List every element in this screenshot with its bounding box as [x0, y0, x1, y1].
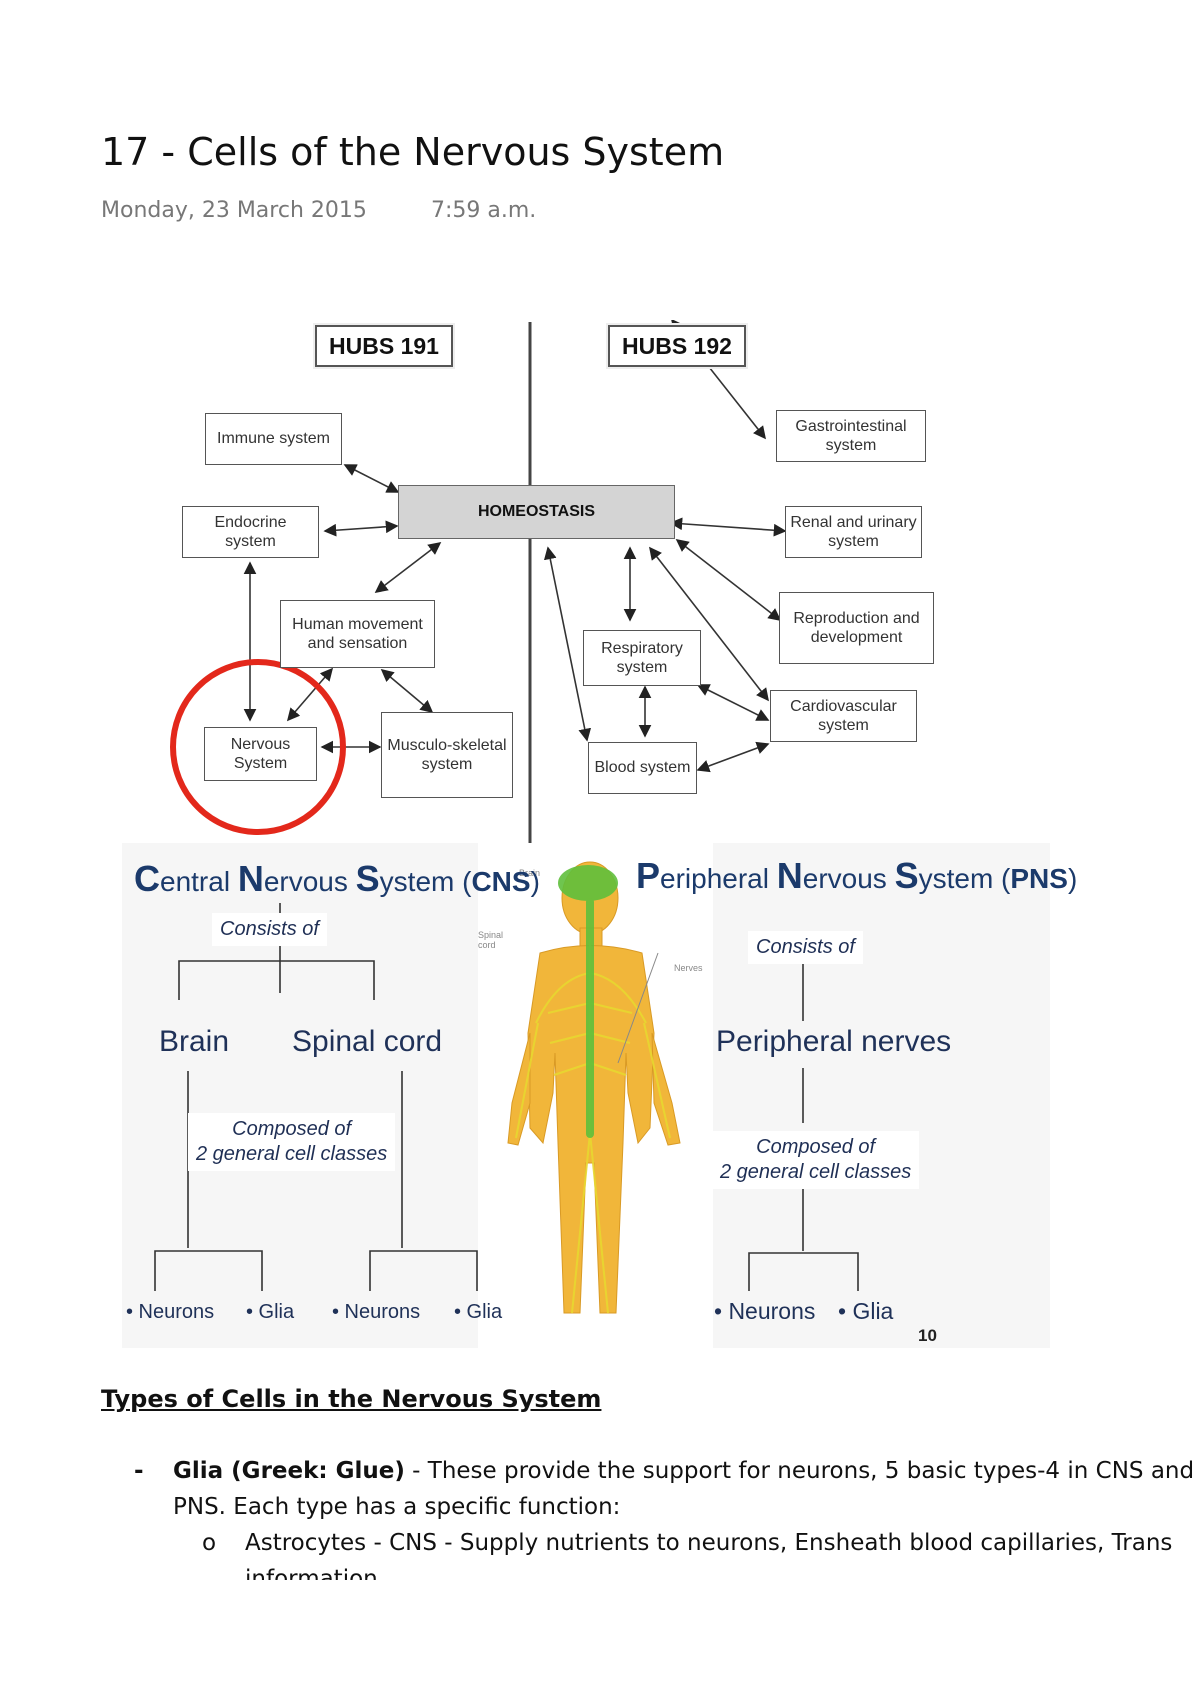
cns-brain-neurons: • Neurons	[126, 1301, 215, 1323]
slide-number: 10	[918, 1326, 937, 1345]
body-label-nerves: Nerves	[674, 963, 703, 973]
bullet-dash: -	[134, 1458, 144, 1484]
human-movement-box: Human movement and sensation	[280, 600, 435, 668]
cns-title: Central Nervous System (CNS)	[134, 858, 540, 899]
human-body-figure: Brain Spinal cord Nerves	[478, 843, 713, 1348]
notes-body: - Glia (Greek: Glue) - These provide the…	[0, 1440, 1200, 1580]
pns-consists-of: Consists of	[748, 931, 863, 964]
spinal-cord-node: Spinal cord	[292, 1025, 443, 1058]
body-label-brain: Brain	[519, 868, 541, 878]
cns-spinal-glia: • Glia	[454, 1301, 503, 1323]
hubs-192-label: HUBS 192	[608, 325, 746, 367]
peripheral-nerves-node: Peripheral nerves	[716, 1025, 952, 1058]
page-date: Monday, 23 March 2015	[101, 198, 367, 223]
astrocytes-bullet-continued: information	[245, 1566, 378, 1580]
nervous-system-box: Nervous System	[204, 727, 317, 781]
division-tree-lines	[154, 903, 859, 1291]
reproduction-development-box: Reproduction and development	[779, 592, 934, 664]
nervous-system-divisions-figure: Brain Spinal cord Nerves Central Nervous…	[122, 843, 1077, 1348]
brain-node: Brain	[159, 1025, 230, 1058]
pns-composed-of: Composed of 2 general cell classes	[712, 1131, 920, 1189]
nervous-system-highlight-circle	[170, 659, 346, 835]
glia-bullet-continued: PNS. Each type has a specific function:	[173, 1494, 621, 1520]
pns-title: Peripheral Nervous System (PNS)	[636, 855, 1078, 896]
section-heading: Types of Cells in the Nervous System	[101, 1385, 602, 1413]
page-title: 17 - Cells of the Nervous System	[101, 130, 725, 174]
homeostasis-concept-map: HUBS 191 HUBS 192 HOMEOSTASIS Immune sys…	[100, 320, 970, 845]
glia-bullet: Glia (Greek: Glue) - These provide the s…	[173, 1458, 1195, 1484]
respiratory-system-box: Respiratory system	[583, 630, 701, 686]
blood-system-box: Blood system	[588, 742, 697, 794]
cns-spinal-neurons: • Neurons	[332, 1301, 421, 1323]
cns-consists-of: Consists of	[212, 913, 327, 946]
pns-neurons: • Neurons	[714, 1298, 816, 1324]
immune-system-box: Immune system	[205, 413, 342, 465]
musculoskeletal-system-box: Musculo-skeletal system	[381, 712, 513, 798]
renal-urinary-system-box: Renal and urinary system	[785, 506, 922, 558]
body-label-spinal-cord: Spinal cord	[478, 930, 504, 950]
hubs-191-label: HUBS 191	[315, 325, 453, 367]
cardiovascular-system-box: Cardiovascular system	[770, 690, 917, 742]
sub-bullet-marker: o	[202, 1530, 217, 1556]
page-time: 7:59 a.m.	[431, 198, 537, 223]
gastrointestinal-system-box: Gastrointestinal system	[776, 410, 926, 462]
endocrine-system-box: Endocrine system	[182, 506, 319, 558]
homeostasis-box: HOMEOSTASIS	[398, 485, 675, 539]
astrocytes-bullet: Astrocytes - CNS - Supply nutrients to n…	[245, 1530, 1173, 1556]
cns-brain-glia: • Glia	[246, 1301, 295, 1323]
concept-map-arrows	[170, 320, 787, 845]
cns-composed-of: Composed of 2 general cell classes	[188, 1113, 396, 1171]
pns-glia: • Glia	[838, 1298, 894, 1324]
